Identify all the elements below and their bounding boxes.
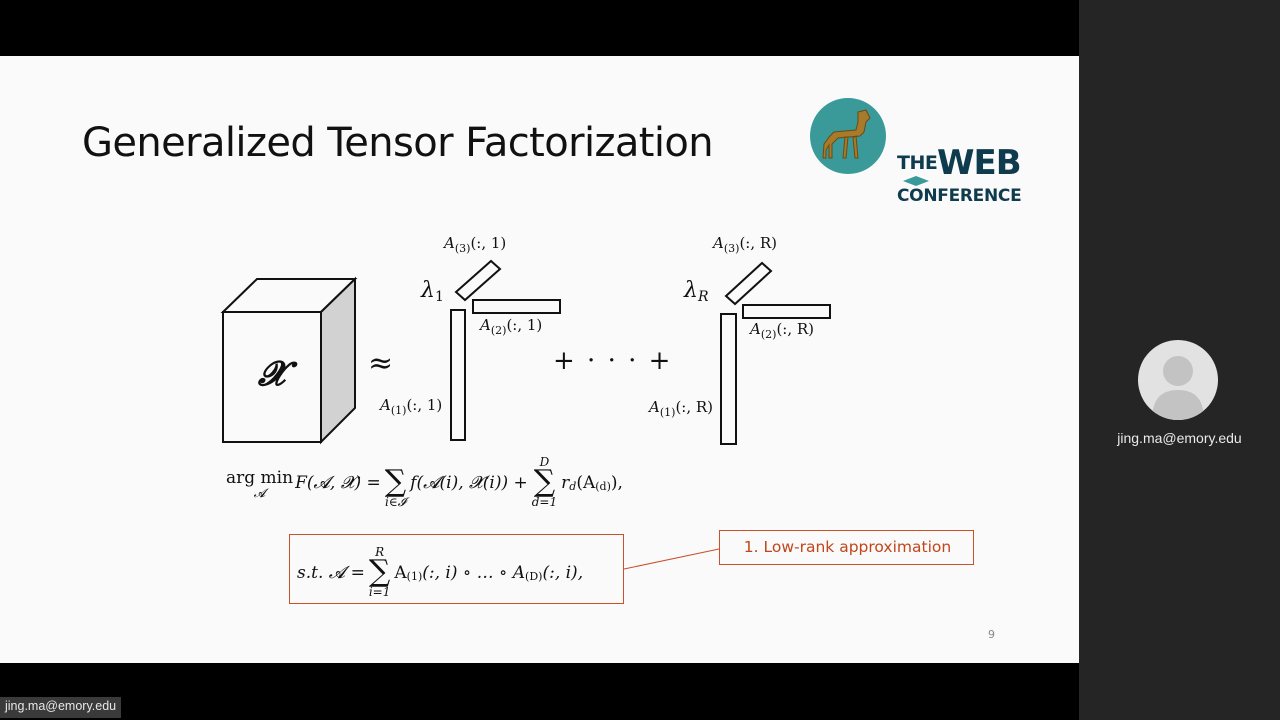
a2-subscript: (2)	[490, 324, 507, 337]
a2-symbol: A	[750, 320, 761, 338]
a1-argument: (:, R)	[675, 398, 714, 416]
lambda-1-label: λ1	[421, 278, 444, 305]
regularizer-argument-subscript: (d)	[595, 480, 611, 493]
objective-loss-term: f(𝓐(i), 𝓧(i)) +	[410, 472, 528, 493]
objective-equation: arg min 𝓐 F(𝓐, 𝓧) = ∑ i∈𝓘 f(𝓐(i), 𝓧(i)) …	[226, 456, 623, 509]
a3-subscript: (3)	[723, 242, 740, 255]
a3-diagonal-bar-r	[724, 261, 773, 306]
objective-lhs: F(𝓐, 𝓧) =	[295, 472, 381, 493]
logo-word-the: THE	[897, 152, 938, 174]
a3-argument: (:, 1)	[470, 234, 507, 252]
sum-3-top: R	[375, 545, 385, 559]
a2-symbol: A	[480, 316, 491, 334]
a1-symbol: A	[380, 396, 391, 414]
sum-2-bottom: d=1	[531, 495, 558, 509]
plus-dots-symbol: + · · · +	[553, 346, 673, 376]
a3-r-label: A(3)(:, R)	[713, 234, 778, 255]
tensor-symbol: 𝓧	[258, 354, 286, 394]
a2-r-label: A(2)(:, R)	[750, 320, 815, 341]
factor-a-symbol: A	[394, 562, 407, 583]
a2-row-bar-r	[742, 304, 831, 319]
a3-subscript: (3)	[454, 242, 471, 255]
person-avatar-icon[interactable]	[1138, 340, 1218, 420]
slide-title: Generalized Tensor Factorization	[82, 120, 714, 166]
regularizer-subscript: d	[569, 480, 577, 493]
a1-1-label: A(1)(:, 1)	[380, 396, 443, 417]
a3-symbol: A	[444, 234, 455, 252]
logo-diamond-icon	[903, 176, 929, 186]
constraint-end: (:, i),	[542, 562, 584, 583]
callout-connector	[623, 548, 720, 570]
presentation-stage: Generalized Tensor Factorization THE WEB…	[0, 56, 1079, 663]
sum-1-bottom: i∈𝓘	[385, 495, 406, 509]
logo-word-web: WEB	[937, 143, 1022, 183]
lambda-subscript: 1	[434, 289, 444, 305]
page-number: 9	[988, 628, 995, 641]
lambda-symbol: λ	[684, 278, 698, 303]
lambda-symbol: λ	[421, 278, 435, 303]
a2-subscript: (2)	[760, 328, 777, 341]
lambda-subscript: R	[697, 289, 709, 305]
a1-subscript: (1)	[390, 404, 407, 417]
sum-operator-1: ∑ i∈𝓘	[385, 456, 406, 509]
active-speaker-tag: jing.ma@emory.edu	[0, 697, 122, 718]
a3-diagonal-bar-1	[454, 259, 502, 302]
regularizer-argument: (A	[576, 472, 596, 493]
a1-subscript: (1)	[659, 406, 676, 419]
horse-icon	[810, 98, 886, 174]
a1-r-label: A(1)(:, R)	[649, 398, 714, 419]
a1-argument: (:, 1)	[406, 396, 443, 414]
constraint-equation: s.t. 𝓐 = R ∑ i=1 A(1)(:, i) ∘ … ∘ A(D)(:…	[297, 546, 583, 599]
sum-operator-3: R ∑ i=1	[369, 546, 391, 599]
sigma-icon: ∑	[384, 464, 407, 499]
a3-symbol: A	[713, 234, 724, 252]
sum-2-top: D	[539, 455, 550, 469]
a2-argument: (:, 1)	[506, 316, 543, 334]
participant-name: jing.ma@emory.edu	[1117, 430, 1242, 446]
a1-column-bar-r	[720, 313, 737, 445]
sigma-icon: ∑	[368, 554, 391, 589]
factor-a-subscript: (1)	[406, 570, 423, 583]
callout-text: 1. Low-rank approximation	[743, 538, 952, 556]
constraint-highlight-box	[289, 534, 624, 604]
sum-operator-2: D ∑ d=1	[532, 456, 557, 509]
regularizer-symbol: r	[561, 472, 570, 493]
outer-product-chain: (:, i) ∘ … ∘ A	[422, 562, 526, 583]
approx-symbol: ≈	[368, 346, 394, 381]
constraint-lhs: s.t. 𝓐 =	[297, 562, 365, 583]
web-conference-logo: THE WEB CONFERENCE	[810, 98, 1030, 206]
a2-argument: (:, R)	[776, 320, 815, 338]
argmin-text: arg min	[226, 467, 294, 488]
logo-word-conference: CONFERENCE	[897, 186, 1022, 206]
a2-1-label: A(2)(:, 1)	[480, 316, 543, 337]
argmin-subscript: 𝓐	[253, 485, 266, 500]
argmin-operator: arg min 𝓐	[226, 467, 294, 500]
a2-row-bar-1	[472, 299, 561, 314]
regularizer-end: ),	[610, 472, 623, 493]
sum-3-bottom: i=1	[368, 585, 391, 599]
lambda-r-label: λR	[684, 278, 709, 305]
a3-argument: (:, R)	[739, 234, 778, 252]
a1-symbol: A	[649, 398, 660, 416]
tensor-diagram	[220, 259, 831, 570]
factor-d-subscript: (D)	[525, 570, 543, 583]
a1-column-bar-1	[450, 309, 466, 441]
sigma-icon: ∑	[533, 464, 556, 499]
tensor-cube-front	[222, 311, 322, 443]
a3-1-label: A(3)(:, 1)	[444, 234, 507, 255]
callout-box: 1. Low-rank approximation	[719, 530, 974, 565]
participant-panel: jing.ma@emory.edu	[1079, 0, 1280, 720]
slide: Generalized Tensor Factorization THE WEB…	[0, 56, 1079, 663]
